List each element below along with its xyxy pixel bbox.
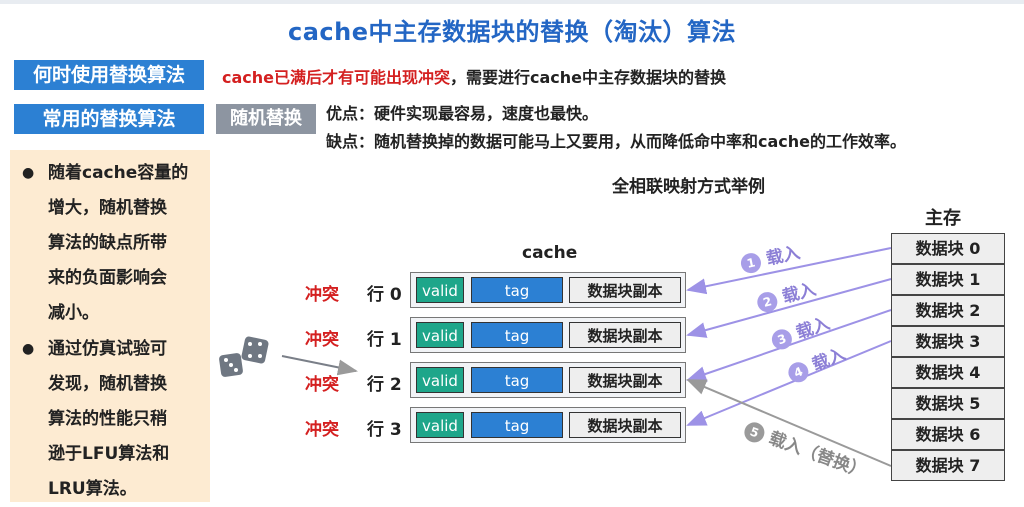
bullet-line: 随着cache容量的 — [48, 163, 189, 183]
memory-block: 数据块 0 — [891, 233, 1005, 264]
conflict-label: 冲突 — [305, 330, 339, 350]
data-cell: 数据块副本 — [569, 412, 681, 438]
cache-row: valid tag 数据块副本 — [410, 272, 686, 308]
valid-cell: valid — [416, 277, 464, 303]
cache-row: valid tag 数据块副本 — [410, 362, 686, 398]
when-label: 何时使用替换算法 — [14, 60, 204, 90]
memory-label: 主存 — [925, 208, 961, 229]
dice-icon — [219, 336, 269, 377]
bullet-line: 发现，随机替换 — [48, 374, 167, 394]
memory-block: 数据块 5 — [891, 388, 1005, 419]
common-label: 常用的替换算法 — [14, 104, 204, 134]
bullet-2: ● 通过仿真试验可 发现，随机替换 算法的性能只稍 逊于LFU算法和 LRU算法… — [22, 332, 198, 507]
data-cell: 数据块副本 — [569, 322, 681, 348]
pros-text: 优点：硬件实现最容易，速度也最快。 — [326, 104, 599, 123]
conflict-label: 冲突 — [305, 420, 339, 440]
tag-cell: tag — [471, 412, 563, 438]
conflict-label: 冲突 — [305, 375, 339, 395]
example-title: 全相联映射方式举例 — [612, 177, 765, 197]
tag-cell: tag — [471, 367, 563, 393]
valid-cell: valid — [416, 322, 464, 348]
cache-label: cache — [522, 243, 578, 263]
bullet-line: 算法的缺点所带 — [48, 233, 167, 253]
bullet-line: 来的负面影响会 — [48, 268, 167, 288]
data-cell: 数据块副本 — [569, 367, 681, 393]
when-text-rest: ，需要进行cache中主存数据块的替换 — [450, 68, 727, 87]
load-arrow-5 — [686, 379, 892, 467]
bullet-line: 减小。 — [48, 303, 99, 323]
cache-row: valid tag 数据块副本 — [410, 317, 686, 353]
dice-arrow — [281, 355, 358, 376]
row-label: 行 0 — [367, 285, 402, 305]
cons-text: 缺点：随机替换掉的数据可能马上又要用，从而降低命中率和cache的工作效率。 — [326, 132, 907, 151]
bullet-line: 逊于LFU算法和 — [48, 444, 170, 464]
memory-block: 数据块 3 — [891, 326, 1005, 357]
top-strip — [0, 0, 1024, 4]
memory-block: 数据块 6 — [891, 419, 1005, 450]
notes-panel: ● 随着cache容量的 增大，随机替换 算法的缺点所带 来的负面影响会 减小。… — [10, 150, 210, 502]
bullet-line: 增大，随机替换 — [48, 198, 167, 218]
bullet-dot-icon: ● — [22, 165, 35, 181]
when-text-red: cache已满后才有可能出现冲突 — [222, 68, 451, 87]
conflict-label: 冲突 — [305, 285, 339, 305]
tag-cell: tag — [471, 322, 563, 348]
valid-cell: valid — [416, 412, 464, 438]
bullet-line: 算法的性能只稍 — [48, 409, 167, 429]
row-label: 行 2 — [367, 375, 402, 395]
memory-block: 数据块 1 — [891, 264, 1005, 295]
pros-cons: 优点：硬件实现最容易，速度也最快。 缺点：随机替换掉的数据可能马上又要用，从而降… — [326, 100, 906, 156]
load-arrow-2 — [686, 278, 892, 338]
bullet-line: 通过仿真试验可 — [48, 339, 167, 359]
row-label: 行 1 — [367, 330, 402, 350]
cache-row: valid tag 数据块副本 — [410, 407, 686, 443]
step-number-icon: 1 — [739, 251, 763, 275]
page-title: cache中主存数据块的替换（淘汰）算法 — [287, 18, 736, 46]
tag-cell: tag — [471, 277, 563, 303]
row-label: 行 3 — [367, 420, 402, 440]
bullet-1: ● 随着cache容量的 增大，随机替换 算法的缺点所带 来的负面影响会 减小。 — [22, 156, 198, 331]
bullet-line: LRU算法。 — [48, 479, 137, 499]
valid-cell: valid — [416, 367, 464, 393]
data-cell: 数据块副本 — [569, 277, 681, 303]
memory-block: 数据块 7 — [891, 450, 1005, 481]
bullet-dot-icon: ● — [22, 341, 35, 357]
load-arrow-4 — [686, 340, 892, 426]
when-text: cache已满后才有可能出现冲突，需要进行cache中主存数据块的替换 — [222, 64, 726, 88]
load-arrow-1 — [686, 247, 892, 295]
memory-block: 数据块 2 — [891, 295, 1005, 326]
random-label: 随机替换 — [216, 104, 316, 134]
memory-block: 数据块 4 — [891, 357, 1005, 388]
